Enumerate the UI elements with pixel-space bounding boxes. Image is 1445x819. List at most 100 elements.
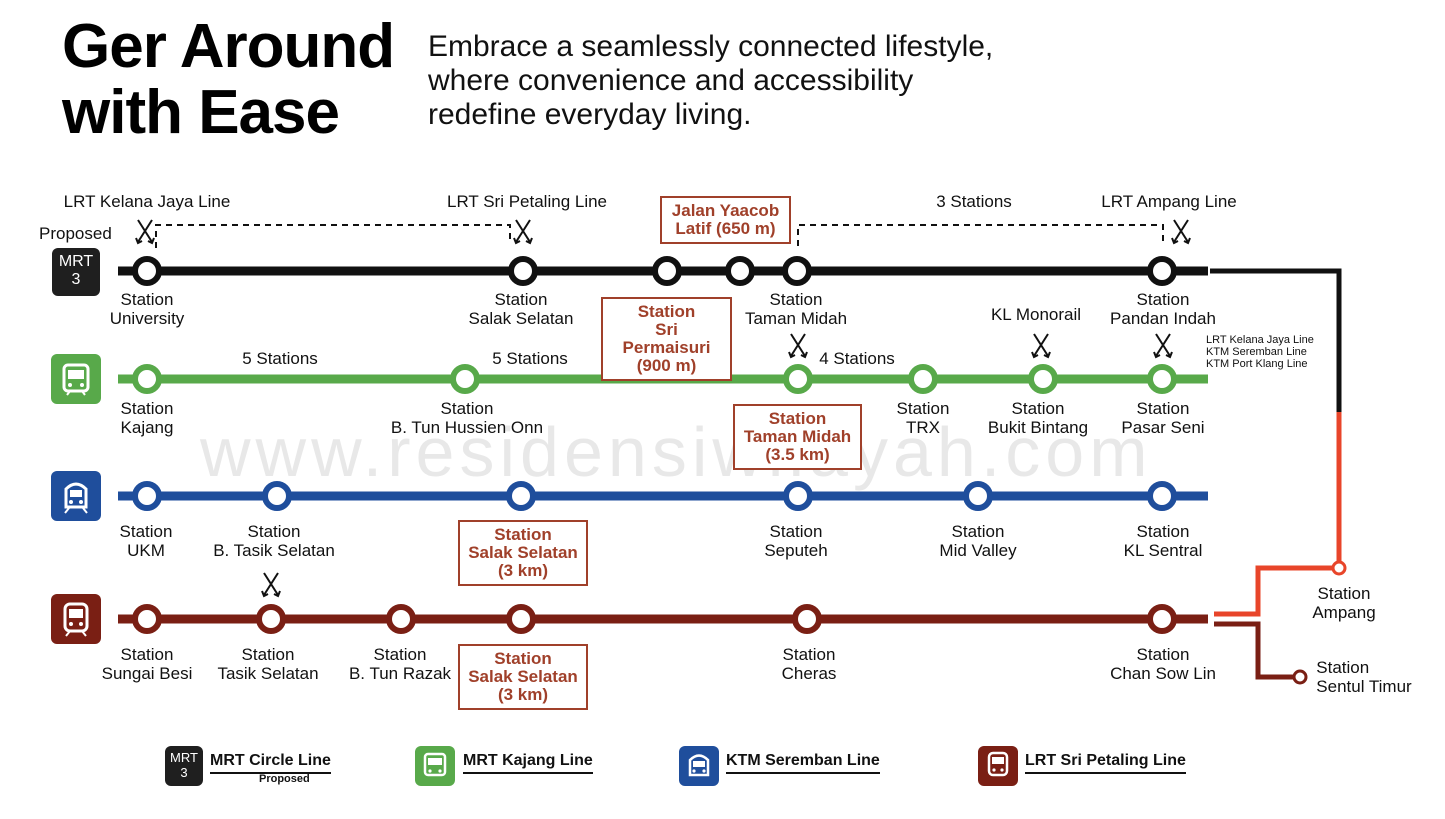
- proposed-link-2: [797, 224, 1164, 246]
- station-marker: [262, 481, 292, 511]
- box-line-2: Salak Selatan: [468, 667, 578, 686]
- note-lrt-ampang: LRT Ampang Line: [1101, 192, 1237, 211]
- station-marker: [725, 256, 755, 286]
- station-marker: [792, 604, 822, 634]
- station-ampang-marker: [1331, 560, 1347, 576]
- title-line-1: Ger Around: [62, 12, 395, 81]
- station-prefix: Station: [494, 290, 548, 309]
- station-prefix: Station: [769, 522, 823, 541]
- interchange-icon: [261, 572, 281, 598]
- station-marker: [783, 364, 813, 394]
- station-marker: [1147, 256, 1177, 286]
- station-name: University: [109, 309, 185, 328]
- station-name: Pandan Indah: [1110, 309, 1216, 328]
- interchange-icon: [1171, 219, 1191, 245]
- station-marker: [1147, 604, 1177, 634]
- legend-mrt-circle: MRT 3 MRT Circle Line Proposed: [165, 746, 335, 786]
- box-line-3: (3 km): [497, 685, 549, 704]
- interchange-line: KTM Seremban Line: [1206, 346, 1307, 358]
- station-name: Sentul Timur: [1316, 677, 1412, 696]
- box-line-1: Station: [494, 649, 552, 668]
- watermark: www.residensiwilayah.com: [200, 413, 1153, 491]
- station-prefix: Station: [120, 290, 174, 309]
- page-subtitle: Embrace a seamlessly connected lifestyle…: [428, 30, 993, 132]
- box-line-3: (3.5 km): [765, 445, 830, 464]
- badge-number: 3: [180, 765, 188, 780]
- station-marker: [508, 256, 538, 286]
- note-5-stations: 5 Stations: [242, 349, 318, 368]
- box-line-1: Station: [768, 409, 827, 428]
- proposed-label: Proposed: [39, 224, 112, 243]
- box-line-1: Jalan Yaacob: [671, 201, 780, 220]
- train-icon: [415, 746, 455, 786]
- subtitle-line-2: where convenience and accessibility: [428, 64, 914, 97]
- station-marker: [132, 604, 162, 634]
- station-marker: [908, 364, 938, 394]
- station-sentul-timur-marker: [1292, 669, 1308, 685]
- station-prefix: Station: [1317, 584, 1371, 603]
- station-prefix: Station: [1136, 645, 1190, 664]
- station-prefix: Station: [1136, 290, 1190, 309]
- station-prefix: Station: [440, 399, 494, 418]
- station-marker: [506, 604, 536, 634]
- note-4-stations: 4 Stations: [819, 349, 895, 368]
- station-prefix: Station: [896, 399, 950, 418]
- interchange-icon: [1153, 333, 1173, 359]
- legend-sub: Proposed: [259, 773, 310, 785]
- note-lrt-kelana-jaya: LRT Kelana Jaya Line: [63, 192, 231, 211]
- legend-label: MRT Circle Line: [210, 752, 331, 774]
- station-name: B. Tun Razak: [348, 664, 452, 683]
- train-icon: [51, 354, 101, 404]
- mrt-circle-extension: [1210, 268, 1342, 412]
- subtitle-line-3: redefine everyday living.: [428, 98, 752, 131]
- legend-label: KTM Seremban Line: [726, 752, 880, 774]
- commuter-train-icon: [51, 471, 101, 521]
- station-prefix: Station: [1136, 522, 1190, 541]
- station-marker: [386, 604, 416, 634]
- station-name: Salak Selatan: [468, 309, 574, 328]
- station-prefix: Station: [1316, 658, 1370, 677]
- station-prefix: Station: [782, 645, 836, 664]
- station-marker: [132, 364, 162, 394]
- sentul-connector: [1214, 621, 1300, 680]
- station-marker: [132, 481, 162, 511]
- box-line-2: Latif (650 m): [675, 219, 776, 238]
- station-name: Pasar Seni: [1121, 418, 1205, 437]
- mrt-3-badge: MRT 3: [52, 248, 100, 296]
- box-line-3: (3 km): [497, 561, 549, 580]
- station-marker: [506, 481, 536, 511]
- station-name: Tasik Selatan: [217, 664, 319, 683]
- note-kl-monorail: KL Monorail: [990, 305, 1082, 324]
- legend-label: MRT Kajang Line: [463, 752, 593, 774]
- lrt-train-icon: [51, 594, 101, 644]
- badge-number: 3: [71, 271, 81, 288]
- title-line-2: with Ease: [62, 78, 340, 147]
- station-marker: [783, 481, 813, 511]
- station-name: KL Sentral: [1123, 541, 1203, 560]
- note-3-stations: 3 Stations: [936, 192, 1012, 211]
- legend-mrt-kajang: MRT Kajang Line: [415, 746, 595, 786]
- interchange-icon: [513, 219, 533, 245]
- box-line-2: Salak Selatan: [468, 543, 578, 562]
- badge-text: MRT: [58, 253, 94, 270]
- interchange-icon: [1031, 333, 1051, 359]
- commuter-train-icon: [679, 746, 719, 786]
- subtitle-line-1: Embrace a seamlessly connected lifestyle…: [428, 30, 994, 63]
- station-prefix: Station: [951, 522, 1005, 541]
- box-line-1: Station: [637, 302, 696, 321]
